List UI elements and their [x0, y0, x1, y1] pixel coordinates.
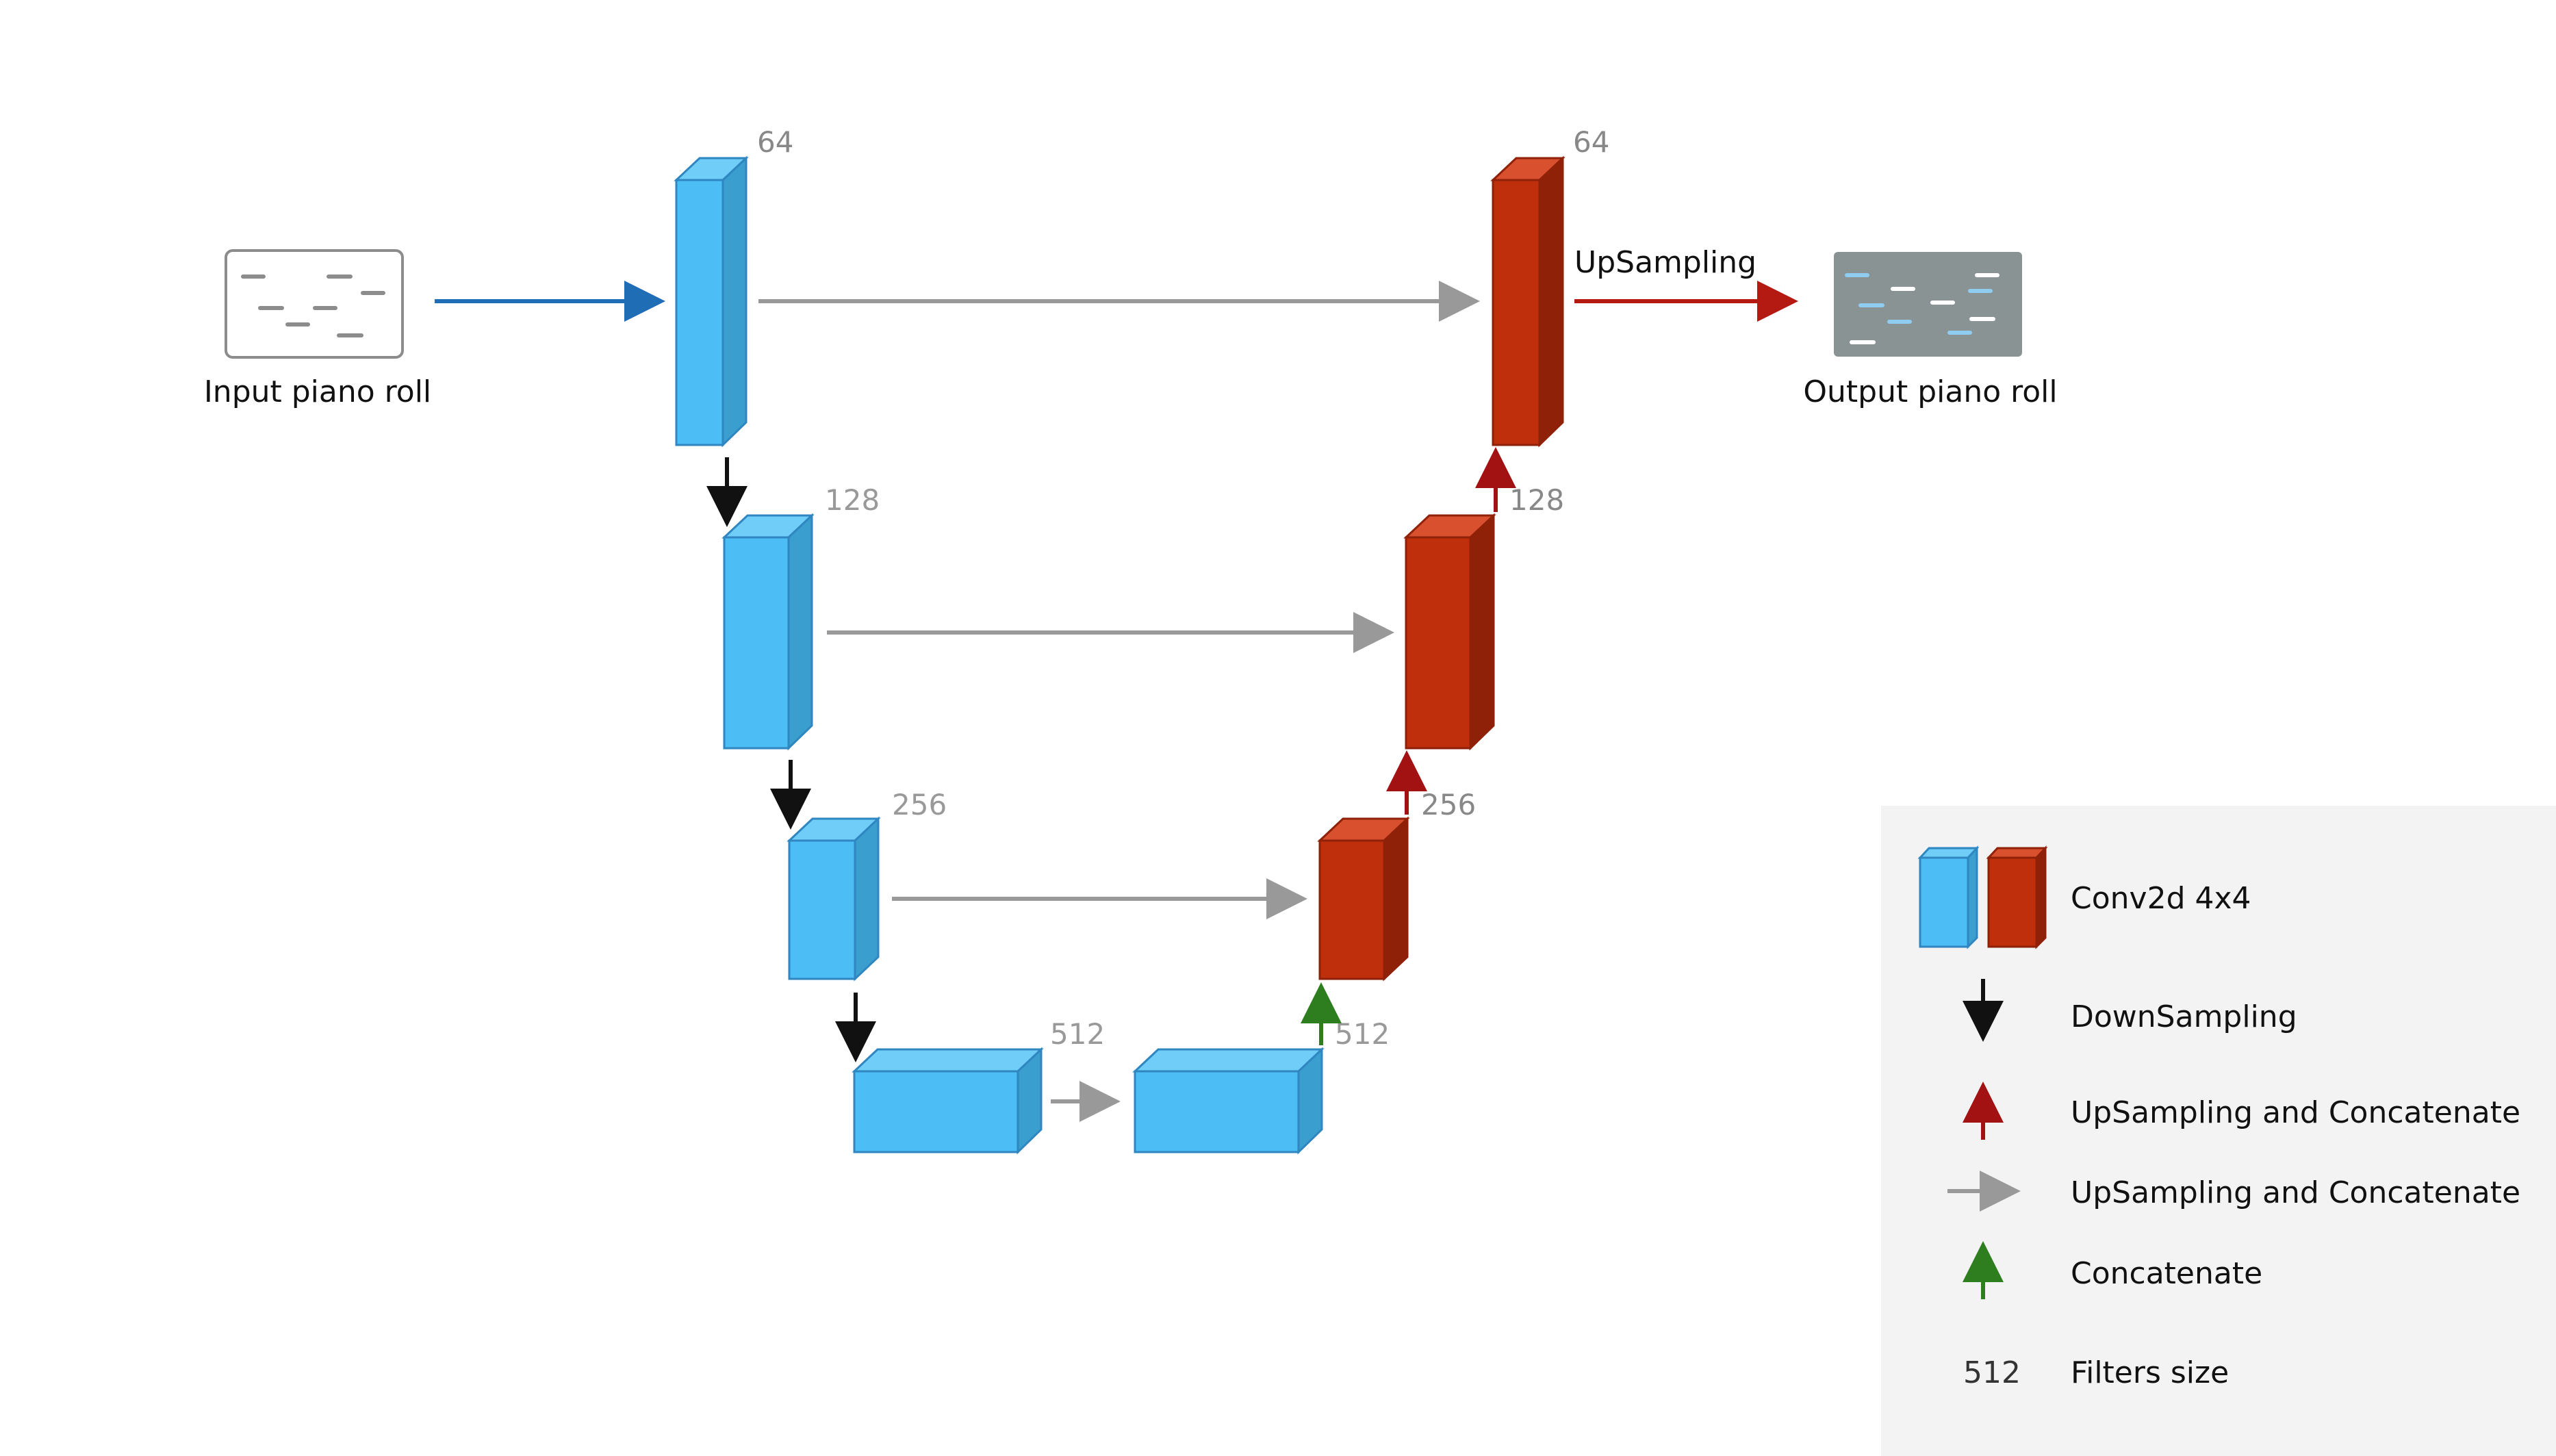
- encoder-filter-128: 128: [825, 483, 880, 517]
- legend-upsampling-concat-red-label: UpSampling and Concatenate: [2071, 1095, 2520, 1130]
- legend: Conv2d 4x4 DownSampling UpSampling and C…: [1917, 845, 2520, 1390]
- encoder-filter-256: 256: [892, 788, 947, 821]
- legend-conv-label: Conv2d 4x4: [2071, 881, 2251, 916]
- decoder-block-2: [1403, 513, 1496, 751]
- legend-conv-red-icon: [1986, 845, 2048, 949]
- encoder-block-4: [852, 1047, 1044, 1155]
- bottleneck-block: [1132, 1047, 1325, 1155]
- input-label: Input piano roll: [204, 374, 431, 409]
- encoder-block-1: [674, 155, 749, 448]
- encoder-filter-64: 64: [757, 125, 793, 159]
- legend-conv-blue-icon: [1917, 845, 1980, 949]
- encoder-block-3: [787, 816, 881, 982]
- legend-upsampling-concat-gray-label: UpSampling and Concatenate: [2071, 1175, 2520, 1210]
- input-piano-roll-icon: [225, 249, 404, 359]
- decoder-block-1: [1490, 155, 1565, 448]
- encoder-filter-512: 512: [1050, 1017, 1105, 1051]
- encoder-block-2: [721, 513, 815, 751]
- decoder-filter-128: 128: [1509, 483, 1564, 517]
- decoder-filter-512: 512: [1335, 1017, 1390, 1051]
- legend-filters-example: 512: [1963, 1355, 2021, 1390]
- decoder-block-3: [1317, 816, 1410, 982]
- output-label: Output piano roll: [1803, 374, 2057, 409]
- legend-concatenate-label: Concatenate: [2071, 1256, 2262, 1291]
- decoder-filter-256: 256: [1421, 788, 1476, 821]
- decoder-filter-64: 64: [1573, 125, 1609, 159]
- upsampling-label: UpSampling: [1574, 245, 1756, 280]
- legend-filters-label: Filters size: [2071, 1355, 2229, 1390]
- legend-downsampling-label: DownSampling: [2071, 999, 2297, 1034]
- output-piano-roll-icon: [1834, 252, 2022, 357]
